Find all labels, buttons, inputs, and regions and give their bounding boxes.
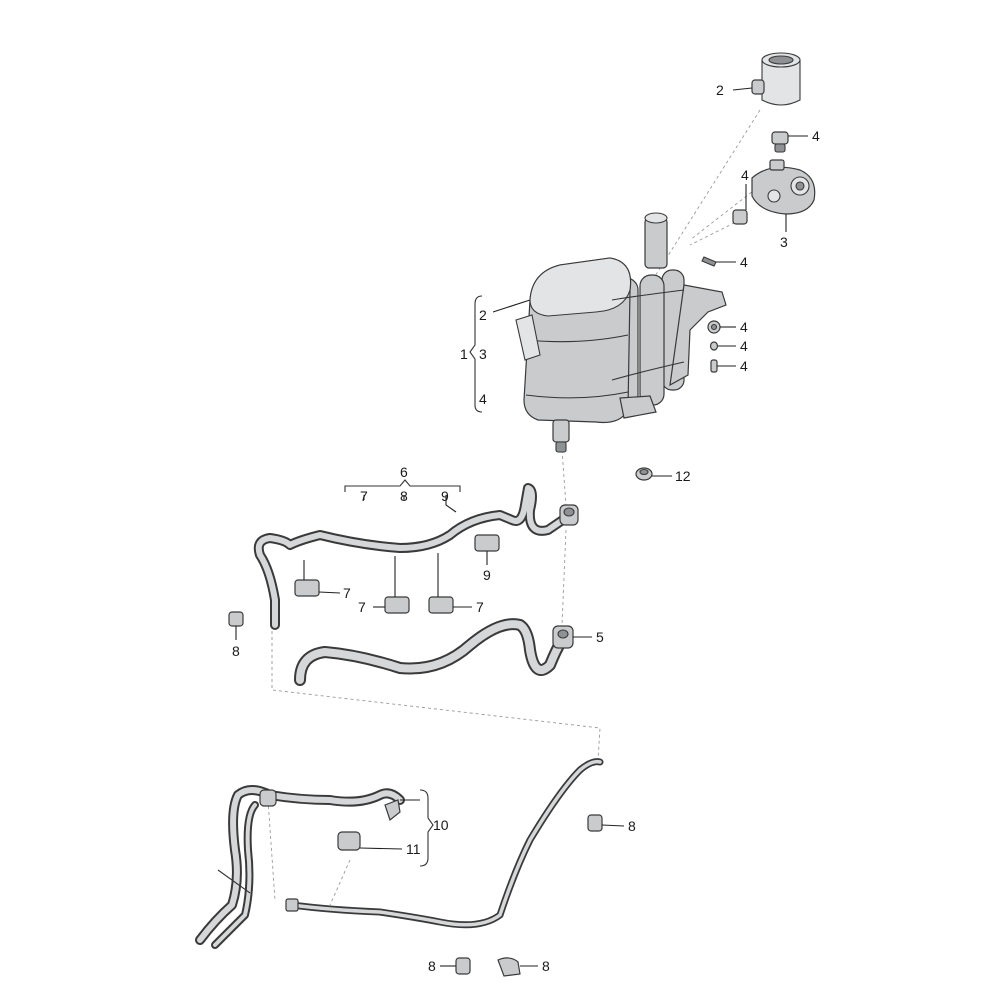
callout-5-hose: 5 <box>596 629 604 645</box>
callout-2-cap: 2 <box>716 82 724 98</box>
callout-12-nut: 12 <box>675 468 691 484</box>
plug-parts-lower <box>455 814 603 977</box>
grommet-part <box>732 209 748 225</box>
callout-1-bracket: 1 <box>460 346 468 362</box>
plug-part-left <box>228 611 244 627</box>
callout-4-screw: 4 <box>740 254 748 270</box>
hose-5 <box>294 618 574 686</box>
leader-lines <box>235 87 808 967</box>
callout-11-clip: 11 <box>406 841 421 857</box>
screw-part <box>701 256 717 267</box>
callout-3-valve: 3 <box>780 234 788 250</box>
callout-4-small-cap: 4 <box>812 128 820 144</box>
hose-clips-upper <box>294 534 500 614</box>
callout-2-bracket: 2 <box>479 307 487 323</box>
callout-4-right-a: 4 <box>740 319 748 335</box>
callout-6-hose: 6 <box>400 464 408 480</box>
callout-7-clip-a: 7 <box>343 585 351 601</box>
callout-3-bracket: 3 <box>479 346 487 362</box>
callout-8-bracket: 8 <box>400 488 408 504</box>
callout-4-right-c: 4 <box>740 358 748 374</box>
nut-part <box>635 467 653 481</box>
valve-part <box>751 159 816 215</box>
callout-8-plug-bottom-right: 8 <box>542 958 550 974</box>
callout-10-hose-group: 10 <box>433 817 449 833</box>
callout-4-bracket: 4 <box>479 391 487 407</box>
callout-7-clip-c: 7 <box>476 599 484 615</box>
callout-7-bracket: 7 <box>360 488 368 504</box>
canister-part <box>515 212 727 453</box>
callout-4-valve: 4 <box>741 167 749 183</box>
brackets <box>344 295 483 867</box>
callout-9-bracket: 9 <box>441 488 449 504</box>
upper-hose <box>253 483 579 630</box>
callout-4-right-b: 4 <box>740 338 748 354</box>
callout-8-plug-bottom-left: 8 <box>428 958 436 974</box>
long-hose <box>285 758 604 929</box>
lower-hose-group <box>195 785 405 949</box>
callout-9-clip: 9 <box>483 567 491 583</box>
cap-part <box>751 52 801 106</box>
callout-8-plug-right: 8 <box>628 818 636 834</box>
callout-labels: 2 4 4 3 4 4 4 4 2 1 3 4 12 6 7 8 9 9 7 7… <box>232 82 820 974</box>
callout-7-clip-b: 7 <box>358 599 366 615</box>
small-cap-part <box>771 131 789 153</box>
callout-8-plug-left: 8 <box>232 643 240 659</box>
